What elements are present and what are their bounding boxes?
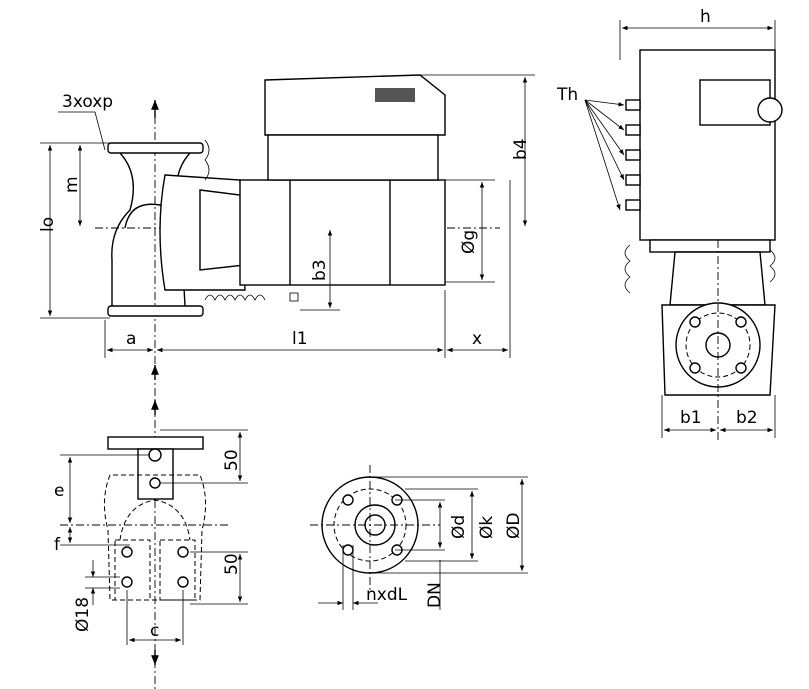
flange-view: Ød Øk ØD nxdL DN <box>310 465 528 610</box>
dim-k: Øk <box>477 516 497 539</box>
dim-d18: Ø18 <box>73 597 93 632</box>
dim-nxdl: nxdL <box>366 585 408 605</box>
dim-x: x <box>472 329 482 349</box>
dim-m: m <box>62 176 82 193</box>
dim-g: Øg <box>459 230 479 254</box>
dim-f: f <box>54 535 61 555</box>
dim-dn: DN <box>425 582 445 608</box>
dim-c: c <box>150 621 159 641</box>
dim-lo: lo <box>38 217 58 232</box>
pump-front-view: Th h b1 b2 <box>556 7 783 440</box>
dim-50-top: 50 <box>222 449 242 471</box>
dim-b2: b2 <box>736 408 758 428</box>
terminal-box <box>639 49 776 241</box>
th-connectors <box>625 99 641 211</box>
dim-D: ØD <box>504 513 524 539</box>
control-box <box>264 74 446 136</box>
dim-h: h <box>700 7 711 27</box>
dim-d: Ød <box>449 515 469 539</box>
dim-a: a <box>126 329 136 349</box>
dim-b1: b1 <box>680 408 702 428</box>
pump-foot-view: e f 50 50 Ø18 c <box>54 429 248 645</box>
pump-side-view <box>95 74 500 689</box>
dim-l1: l1 <box>292 329 308 349</box>
label-th: Th <box>556 85 578 105</box>
dim-b3: b3 <box>310 259 330 281</box>
dim-b4: b4 <box>511 138 531 160</box>
bolt-note: 3xoxp <box>62 92 113 112</box>
side-view-dimensions: lo m 3xoxp a l1 x b3 Øg b4 <box>38 74 535 358</box>
dim-e: e <box>54 481 64 501</box>
cable-coil <box>204 294 266 301</box>
dim-50-bottom: 50 <box>222 553 242 575</box>
